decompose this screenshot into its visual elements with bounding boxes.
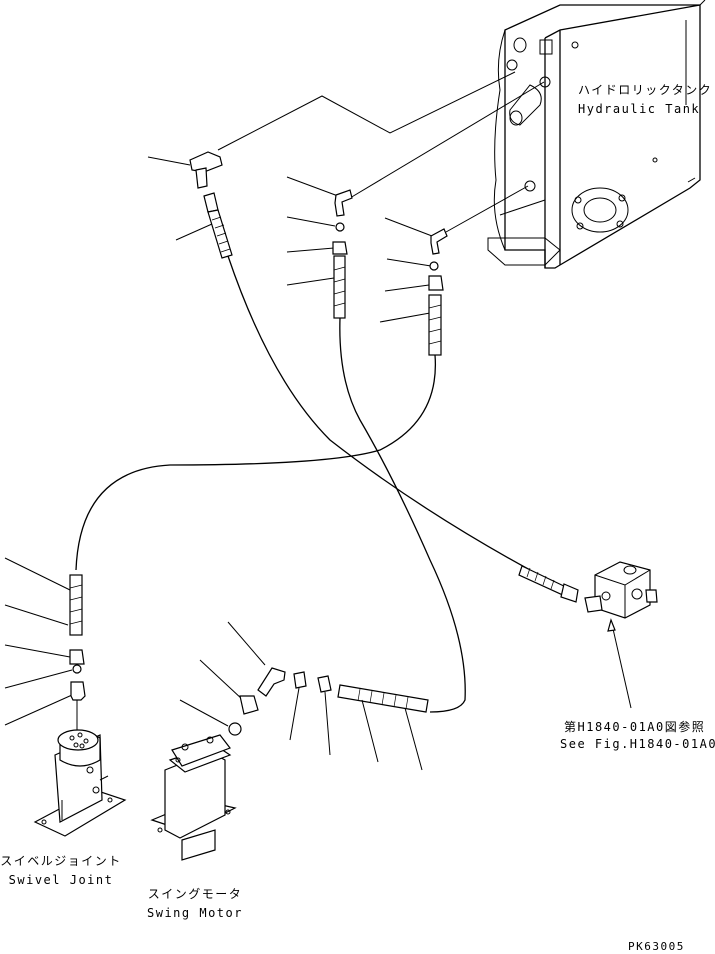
swing-motor-en-label: Swing Motor [147,906,243,920]
see-fig-en-label: See Fig.H1840-01A0 [560,737,715,751]
hydraulic-tank-en-label: Hydraulic Tank [578,102,701,116]
swing-motor-jp-label: スイングモータ [147,887,243,901]
swing-motor [150,734,237,861]
valve-leader [610,619,632,709]
drain-hose-1 [286,81,545,713]
swing-motor-fittings [179,621,429,771]
hydraulic-tank-jp-label: ハイドロリックタンク [578,83,713,97]
drawing-number: PK63005 [628,940,685,953]
see-fig-jp-label: 第H1840-01A0図参照 [564,720,706,734]
return-hose-assembly [147,71,579,603]
swivel-joint [33,729,127,837]
drain-hose-2 [75,185,529,571]
valve-assembly [584,561,658,619]
valve-leader-arrow [607,618,616,632]
swivel-joint-jp-label: スイベルジョイント [0,854,122,868]
hydraulic-tank [487,0,706,269]
swivel-joint-en-label: Swivel Joint [8,873,114,887]
swivel-joint-fittings [4,557,86,730]
